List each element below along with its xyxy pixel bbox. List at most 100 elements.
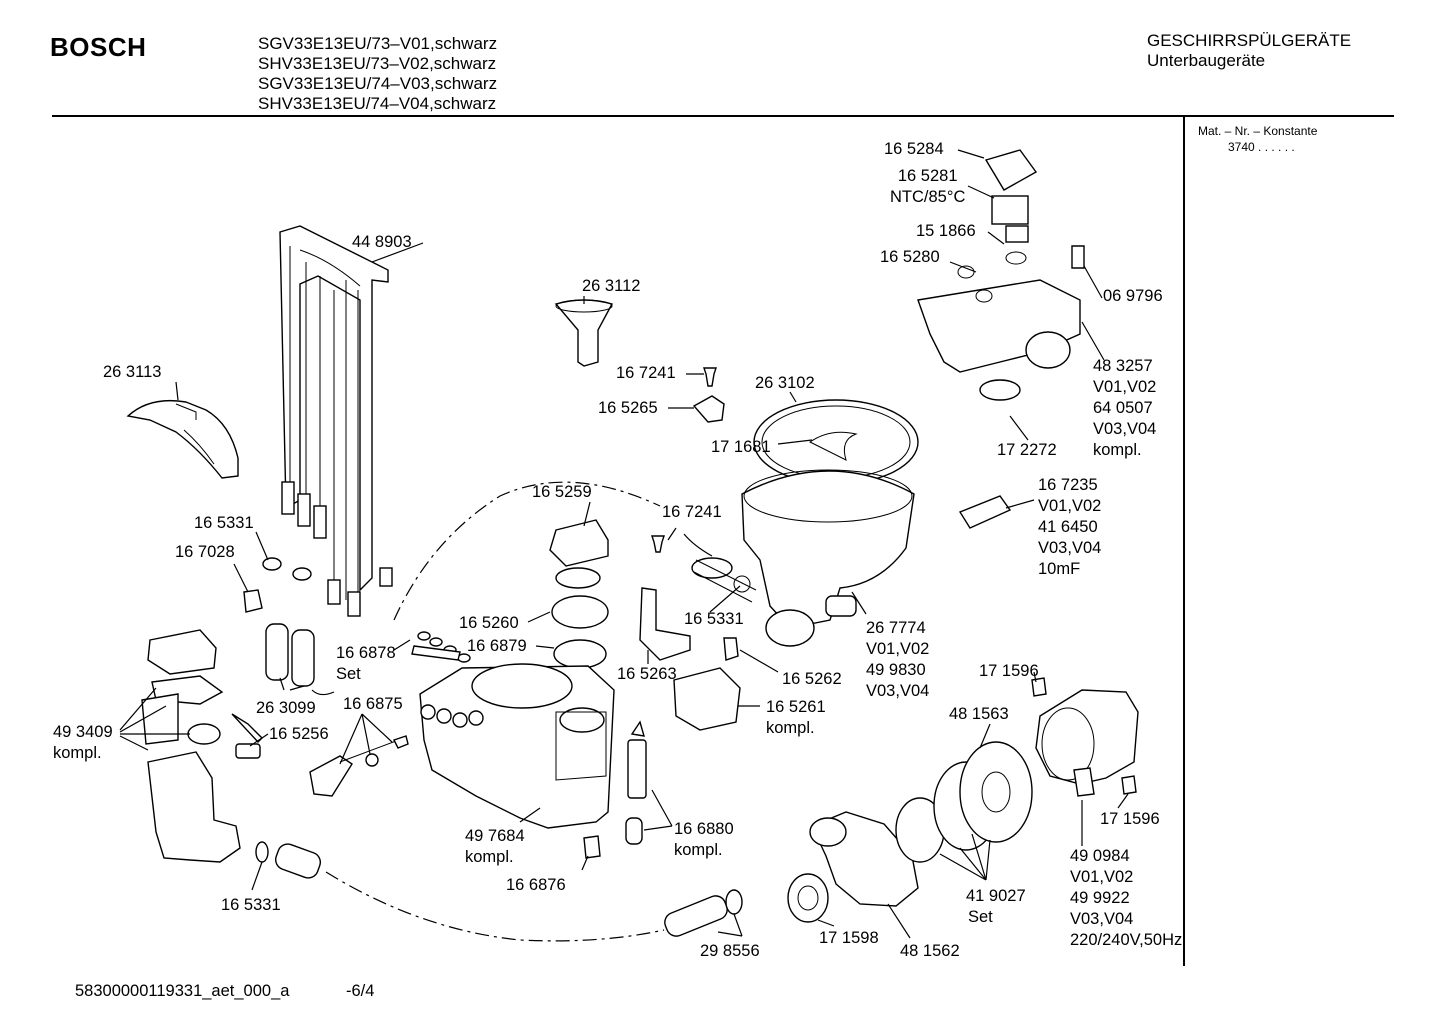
part-label: 29 8556 [700, 942, 760, 960]
model-line: SHV33E13EU/74–V04,schwarz [258, 94, 497, 113]
part-label: 49 0984 V01,V02 49 9922 V03,V04 220/240V… [1070, 846, 1182, 951]
part-label: 17 1596 [979, 662, 1039, 680]
category: GESCHIRRSPÜLGERÄTE [1147, 31, 1352, 50]
part-number: 16 5281 [897, 167, 958, 185]
part-label: 26 3102 [755, 374, 815, 392]
part-label: 16 5281 NTC/85°C [890, 166, 965, 208]
part-note: kompl. [465, 848, 514, 866]
part-label: 48 1562 [900, 942, 960, 960]
part-label: 16 5263 [617, 665, 677, 683]
page-number: -6/4 [346, 982, 375, 1000]
hose-part [255, 841, 322, 879]
part-note: kompl. [766, 719, 815, 737]
clip-part [723, 637, 739, 661]
part-note: Set [968, 908, 993, 926]
part-label: 26 7774 V01,V02 49 9830 V03,V04 [866, 618, 929, 702]
regeneration-valve [309, 735, 409, 797]
document-id: 58300000119331_aet_000_a [75, 982, 290, 1000]
part-label: 16 7028 [175, 543, 235, 561]
brand-logo: BOSCH [50, 32, 147, 62]
part-note: V01,V02 [1070, 868, 1134, 886]
screw-part [703, 367, 717, 387]
part-label: 49 3409 kompl. [53, 722, 113, 764]
part-note: V01,V02 [1093, 378, 1157, 396]
spray-pipe-frame [279, 225, 393, 617]
part-label: 16 5284 [884, 140, 944, 158]
part-note: V03,V04 [1070, 910, 1134, 928]
capacitor-part [958, 495, 1012, 529]
model-line: SHV33E13EU/73–V02,schwarz [258, 54, 497, 73]
sensor-parts [583, 720, 647, 859]
part-label: 16 5280 [880, 248, 940, 266]
part-label: 17 1598 [819, 929, 879, 947]
part-number: 49 9830 [866, 661, 926, 679]
part-note: V03,V04 [1093, 420, 1157, 438]
sidebar-constant: Mat. – Nr. – Konstante 3740 . . . . . . [1198, 123, 1317, 155]
part-number: 16 5261 [766, 698, 826, 716]
part-note: kompl. [53, 744, 102, 762]
inlet-assembly [141, 629, 263, 863]
part-label: 16 5260 [459, 614, 519, 632]
part-note: V01,V02 [1038, 497, 1102, 515]
subcategory: Unterbaugeräte [1147, 51, 1266, 70]
hose-part [664, 889, 743, 937]
part-number: 16 6880 [674, 820, 734, 838]
valve-assembly [917, 149, 1085, 401]
part-number: 49 0984 [1070, 847, 1130, 865]
part-note: Set [336, 665, 361, 683]
part-note: 220/240V,50Hz [1070, 931, 1183, 949]
part-number: 49 9922 [1070, 889, 1130, 907]
part-number: 26 7774 [866, 619, 926, 637]
part-label: 17 2272 [997, 441, 1057, 459]
bracket-part [639, 587, 691, 661]
category-title: GESCHIRRSPÜLGERÄTE Unterbaugeräte [1147, 31, 1351, 71]
leader-lines [119, 149, 1129, 939]
part-label: 16 6879 [467, 637, 527, 655]
part-label: 16 7235 V01,V02 41 6450 V03,V04 10mF [1038, 475, 1101, 580]
part-label: 17 1596 [1100, 810, 1160, 828]
part-label: 17 1681 [711, 438, 771, 456]
part-label: 44 8903 [352, 233, 412, 251]
part-label: 41 9027 Set [966, 886, 1026, 928]
part-label: 16 5259 [532, 483, 592, 501]
part-label: 06 9796 [1103, 287, 1163, 305]
part-label: 26 3099 [256, 699, 316, 717]
clip-part [692, 395, 725, 423]
part-label: 49 7684 kompl. [465, 826, 525, 868]
part-label: 16 6880 kompl. [674, 819, 734, 861]
funnel-part [554, 299, 614, 367]
part-label: 16 6875 [343, 695, 403, 713]
header-rule [52, 115, 1394, 117]
part-number: 49 7684 [465, 827, 525, 845]
spring-set [243, 557, 315, 687]
part-label: 48 1563 [949, 705, 1009, 723]
part-note: NTC/85°C [890, 188, 966, 206]
part-note: kompl. [1093, 441, 1142, 459]
part-number: 64 0507 [1093, 399, 1153, 417]
part-note: V01,V02 [866, 640, 930, 658]
part-number: 16 6878 [336, 644, 396, 662]
small-parts-set [411, 631, 471, 663]
softener-housing [419, 663, 615, 829]
pump-housing [787, 811, 919, 923]
part-number: 41 9027 [966, 887, 1026, 905]
part-label: 16 7241 [616, 364, 676, 382]
sump-assembly [691, 399, 919, 647]
model-line: SGV33E13EU/73–V01,schwarz [258, 34, 498, 53]
part-number: 16 7235 [1038, 476, 1098, 494]
part-number: 48 3257 [1093, 357, 1153, 375]
part-label: 16 5261 kompl. [766, 697, 826, 739]
pump-nut-set [549, 519, 609, 669]
part-label: 16 6876 [506, 876, 566, 894]
impeller-set [895, 741, 1033, 863]
part-label: 16 7241 [662, 503, 722, 521]
part-label: 26 3112 [582, 277, 641, 295]
part-label: 15 1866 [916, 222, 976, 240]
part-number: 49 3409 [53, 723, 113, 741]
part-note: 10mF [1038, 560, 1081, 578]
part-label: 16 5256 [269, 725, 329, 743]
part-label: 16 5331 [684, 610, 744, 628]
pump-motor-part [673, 667, 741, 731]
cover-part [126, 399, 239, 479]
screw-part [651, 535, 665, 553]
